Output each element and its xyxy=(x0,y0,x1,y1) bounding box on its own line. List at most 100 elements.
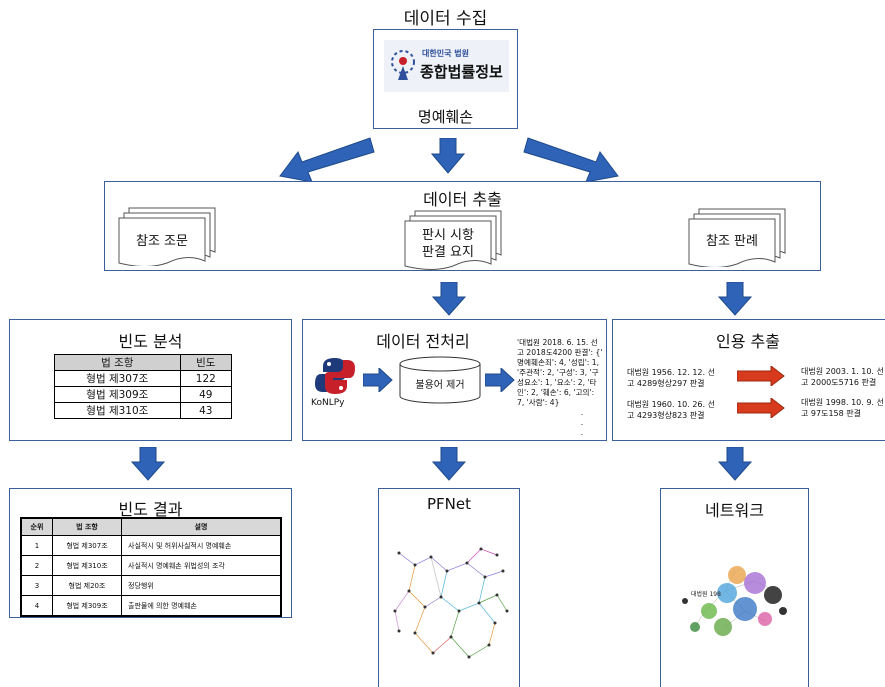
network-title: 네트워크 xyxy=(705,501,764,520)
output-line: 명예훼손죄': 4, '성립': 1, xyxy=(517,358,600,367)
cite-text: 대법원 2003. 1. 10. 선 xyxy=(801,367,884,376)
freq-cell: 형법 제307조 xyxy=(54,370,181,387)
arrow-right-icon xyxy=(485,368,515,392)
extract-title: 데이터 추출 xyxy=(423,190,502,209)
output-line: 7, '사람': 4} xyxy=(517,398,560,407)
freq-cell: 형법 제309조 xyxy=(54,386,181,403)
extract-box: 데이터 추출 참조 조문 판시 시항 판결 요지 참조 판례 xyxy=(104,181,821,271)
freq-cell: 49 xyxy=(179,386,233,403)
result-header-desc: 설명 xyxy=(121,517,282,536)
cite-text: 고 2000도5716 판결 xyxy=(801,377,877,387)
result-cell: 형법 제307조 xyxy=(52,535,122,556)
result-cell: 형법 제309조 xyxy=(52,595,122,617)
arrow-down-pfnet xyxy=(432,447,466,481)
pfnet-graph-image xyxy=(393,547,509,659)
collect-box: 대한민국 법원 종합법률정보 명예훼손 xyxy=(373,29,518,129)
arrow-down-result xyxy=(131,447,165,481)
arrow-down-cite xyxy=(718,282,752,316)
cite-text: 대법원 1960. 10. 26. 선 xyxy=(627,400,715,409)
freq-title: 빈도 분석 xyxy=(118,332,183,351)
output-line: . xyxy=(580,428,584,437)
result-header-rank: 순위 xyxy=(20,517,53,536)
python-logo-icon xyxy=(315,358,355,394)
cite-text: 대법원 1956. 12. 12. 선 xyxy=(627,368,715,377)
result-title: 빈도 결과 xyxy=(118,500,183,519)
output-line: '대법원 2018. 6. 15. 선 xyxy=(517,338,598,347)
network-graph-image xyxy=(682,566,787,636)
result-header-article: 법 조항 xyxy=(52,517,122,536)
result-cell: 1 xyxy=(20,535,53,556)
output-line: 고 2018도4200 판결': {' xyxy=(517,348,603,357)
arrow-right-icon xyxy=(363,368,393,392)
logo-subtitle: 대한민국 법원 xyxy=(422,49,469,58)
arrow-down-network xyxy=(718,447,752,481)
cite-title: 인용 추출 xyxy=(716,332,780,351)
prep-title: 데이터 전처리 xyxy=(376,332,470,351)
pfnet-title: PFNet xyxy=(426,495,471,513)
result-cell: 3 xyxy=(20,575,53,596)
document-stack-icon xyxy=(404,210,502,270)
document-stack-icon xyxy=(118,207,216,266)
document-stack-icon xyxy=(688,208,786,267)
cite-from-1: 대법원 1956. 12. 12. 선 고 4289형상297 판결 xyxy=(627,368,715,389)
freq-cell: 43 xyxy=(179,402,233,419)
output-line: '주관적': 2, '구성': 3, '구 xyxy=(517,368,599,377)
freq-cell: 122 xyxy=(179,370,233,387)
result-cell: 형법 제20조 xyxy=(52,575,122,596)
cite-text: 고 4289형상297 판결 xyxy=(627,378,705,388)
prep-box: 데이터 전처리 KoNLPy 불용어 제거 '대법원 2018. 6. 15. … xyxy=(302,319,607,441)
doc-holding-line2: 판결 요지 xyxy=(422,245,474,260)
konlpy-label: KoNLPy xyxy=(311,398,345,408)
collect-title: 데이터 수집 xyxy=(403,9,488,29)
court-emblem-icon xyxy=(391,50,415,80)
court-logo: 대한민국 법원 종합법률정보 xyxy=(384,40,509,92)
result-cell: 사실적시 명예훼손 위법성의 조각 xyxy=(121,555,282,576)
cite-box: 인용 추출 대법원 1956. 12. 12. 선 고 4289형상297 판결… xyxy=(612,319,885,441)
database-cylinder-icon xyxy=(399,356,481,404)
result-cell: 출판물에 의한 명예훼손 xyxy=(121,595,282,617)
keyword-label: 명예훼손 xyxy=(417,108,474,126)
result-cell: 사실적시 및 허위사실적시 명예훼손 xyxy=(121,535,282,556)
cite-from-2: 대법원 1960. 10. 26. 선 고 4293형상823 판결 xyxy=(627,400,715,421)
output-line: . xyxy=(580,408,584,417)
cite-to-2: 대법원 1998. 10. 9. 선 고 97도158 판결 xyxy=(801,398,884,419)
result-cell: 4 xyxy=(20,595,53,617)
result-cell: 형법 제310조 xyxy=(52,555,122,576)
freq-header-count: 빈도 xyxy=(179,354,233,371)
result-cell: 정당행위 xyxy=(121,575,282,596)
red-arrow-icon xyxy=(737,398,785,418)
network-node-label: 대법원 198 xyxy=(691,591,721,598)
pfnet-box: PFNet xyxy=(378,488,520,687)
freq-cell: 형법 제310조 xyxy=(54,402,181,419)
network-box: 네트워크 대법원 198 xyxy=(660,488,809,687)
arrow-down-left xyxy=(279,137,375,183)
doc-ref-articles: 참조 조문 xyxy=(136,234,188,249)
freq-header-article: 법 조항 xyxy=(54,354,181,371)
cite-text: 고 4293형상823 판결 xyxy=(627,410,705,420)
arrow-down-right xyxy=(523,137,619,183)
token-output-text: '대법원 2018. 6. 15. 선 고 2018도4200 판결': {' … xyxy=(517,338,607,438)
result-cell: 2 xyxy=(20,555,53,576)
output-line: . xyxy=(580,418,584,427)
arrow-down-center xyxy=(431,138,465,174)
cite-to-1: 대법원 2003. 1. 10. 선 고 2000도5716 판결 xyxy=(801,367,884,388)
red-arrow-icon xyxy=(737,366,785,386)
output-line: 성요소': 1, '요소': 2, '타 xyxy=(517,378,597,387)
arrow-down-prep xyxy=(432,282,466,316)
doc-ref-cases: 참조 판례 xyxy=(706,234,758,249)
output-line: 인': 2, '훼손': 6, '고의': xyxy=(517,388,595,397)
doc-holding-line1: 판시 시항 xyxy=(422,228,474,243)
cite-text: 고 97도158 판결 xyxy=(801,408,861,418)
logo-main-text: 종합법률정보 xyxy=(420,63,503,81)
